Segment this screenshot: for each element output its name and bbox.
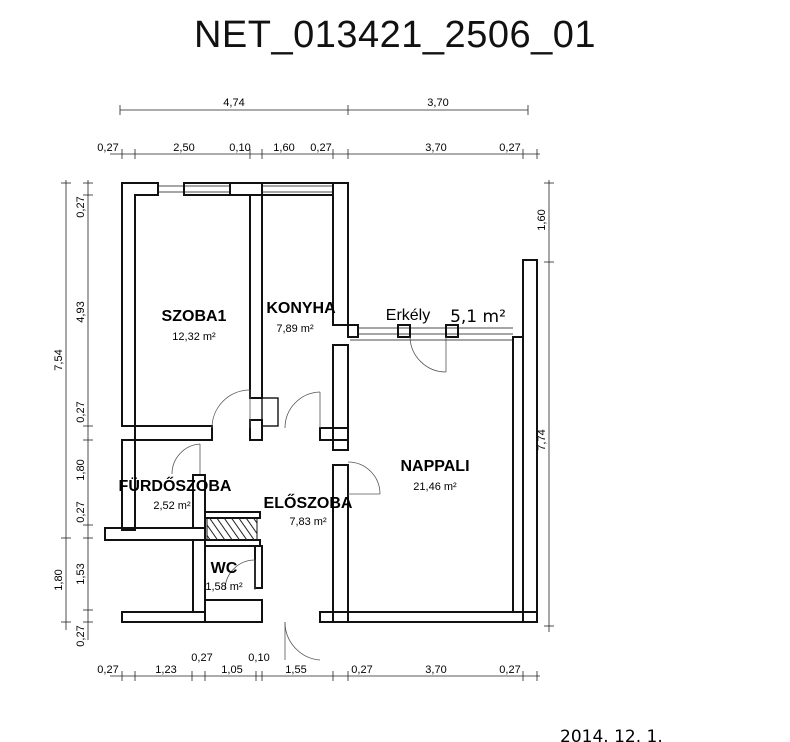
dim-bottom-upper-1: 0,27: [191, 652, 212, 664]
dim-left-detail-7: 0,27: [75, 625, 87, 646]
balcony-label: Erkély: [386, 307, 430, 324]
dim-right-2: 7,74: [536, 429, 548, 450]
dim-top-detail-2: 2,50: [173, 142, 194, 154]
walls: [104, 182, 538, 623]
dim-top-overall-2: 3,70: [427, 97, 448, 109]
dim-bottom-detail-6: 3,70: [425, 664, 446, 676]
room-konyha-name: KONYHA: [266, 300, 336, 317]
room-szoba1-name: SZOBA1: [162, 308, 227, 325]
dim-bottom-detail-5: 0,27: [351, 664, 372, 676]
room-furdoszoba-name: FÜRDŐSZOBA: [119, 476, 232, 495]
dim-bottom-detail-2: 1,23: [155, 664, 176, 676]
dim-bottom-detail-7: 0,27: [499, 664, 520, 676]
dim-top-detail-1: 0,27: [97, 142, 118, 154]
room-wc-name: WC: [211, 560, 238, 577]
dim-left-detail-4: 1,80: [75, 459, 87, 480]
room-konyha-area: 7,89 m²: [276, 323, 314, 335]
room-labels: SZOBA1 12,32 m² KONYHA 7,89 m² FÜRDŐSZOB…: [119, 300, 470, 593]
dim-bottom-detail-4: 1,55: [285, 664, 306, 676]
dim-top-detail-6: 3,70: [425, 142, 446, 154]
dim-left-overall-2: 1,80: [53, 569, 65, 590]
dim-top-detail-3: 0,10: [229, 142, 250, 154]
room-nappali-name: NAPPALI: [400, 458, 469, 475]
room-wc-area: 1,58 m²: [205, 581, 243, 593]
room-eloszoba-area: 7,83 m²: [289, 516, 327, 528]
signature: 2014. 12. 1.: [560, 727, 663, 742]
dim-left-overall-1: 7,54: [53, 349, 65, 370]
dim-left-detail-5: 0,27: [75, 501, 87, 522]
room-nappali-area: 21,46 m²: [413, 481, 457, 493]
dim-bottom-detail-1: 0,27: [97, 664, 118, 676]
dim-left-detail-3: 0,27: [75, 401, 87, 422]
dim-left-detail-2: 4,93: [75, 301, 87, 322]
dimension-labels: 4,74 3,70 0,27 2,50 0,10 1,60 0,27 3,70 …: [53, 97, 548, 676]
door-swings: [171, 336, 447, 661]
dimension-lines: [61, 105, 554, 681]
room-eloszoba-name: ELŐSZOBA: [264, 493, 353, 512]
dim-top-detail-7: 0,27: [499, 142, 520, 154]
dim-top-detail-4: 1,60: [273, 142, 294, 154]
dim-left-detail-6: 1,53: [75, 563, 87, 584]
dim-bottom-detail-3: 1,05: [221, 664, 242, 676]
dim-top-overall-1: 4,74: [223, 97, 244, 109]
plan-title: NET_013421_2506_01: [193, 14, 596, 56]
stair-hatch: [206, 517, 258, 541]
balcony-note: 5,1 m²: [450, 307, 506, 327]
kitchen-appliance: [261, 397, 279, 427]
dim-right-1: 1,60: [536, 209, 548, 230]
room-furdoszoba-area: 2,52 m²: [153, 500, 191, 512]
dim-bottom-upper-2: 0,10: [248, 652, 269, 664]
room-szoba1-area: 12,32 m²: [172, 331, 216, 343]
dim-top-detail-5: 0,27: [310, 142, 331, 154]
dim-left-detail-1: 0,27: [75, 196, 87, 217]
